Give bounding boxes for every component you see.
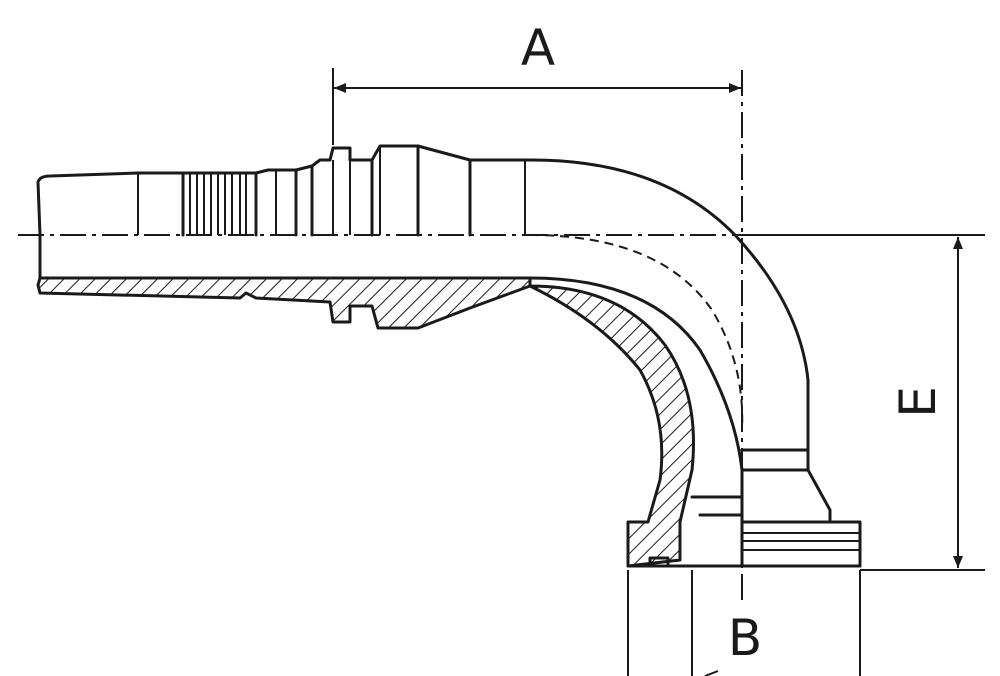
dimension-e: E [742,234,985,571]
dimension-a-label: A [521,19,555,77]
dimension-a: A [332,19,741,145]
dimension-b-label: B [728,609,762,667]
dimension-e-label: E [889,386,947,418]
fitting-upper-half [36,144,862,568]
dimension-b: B [627,570,861,676]
fitting-section-half [36,233,862,568]
